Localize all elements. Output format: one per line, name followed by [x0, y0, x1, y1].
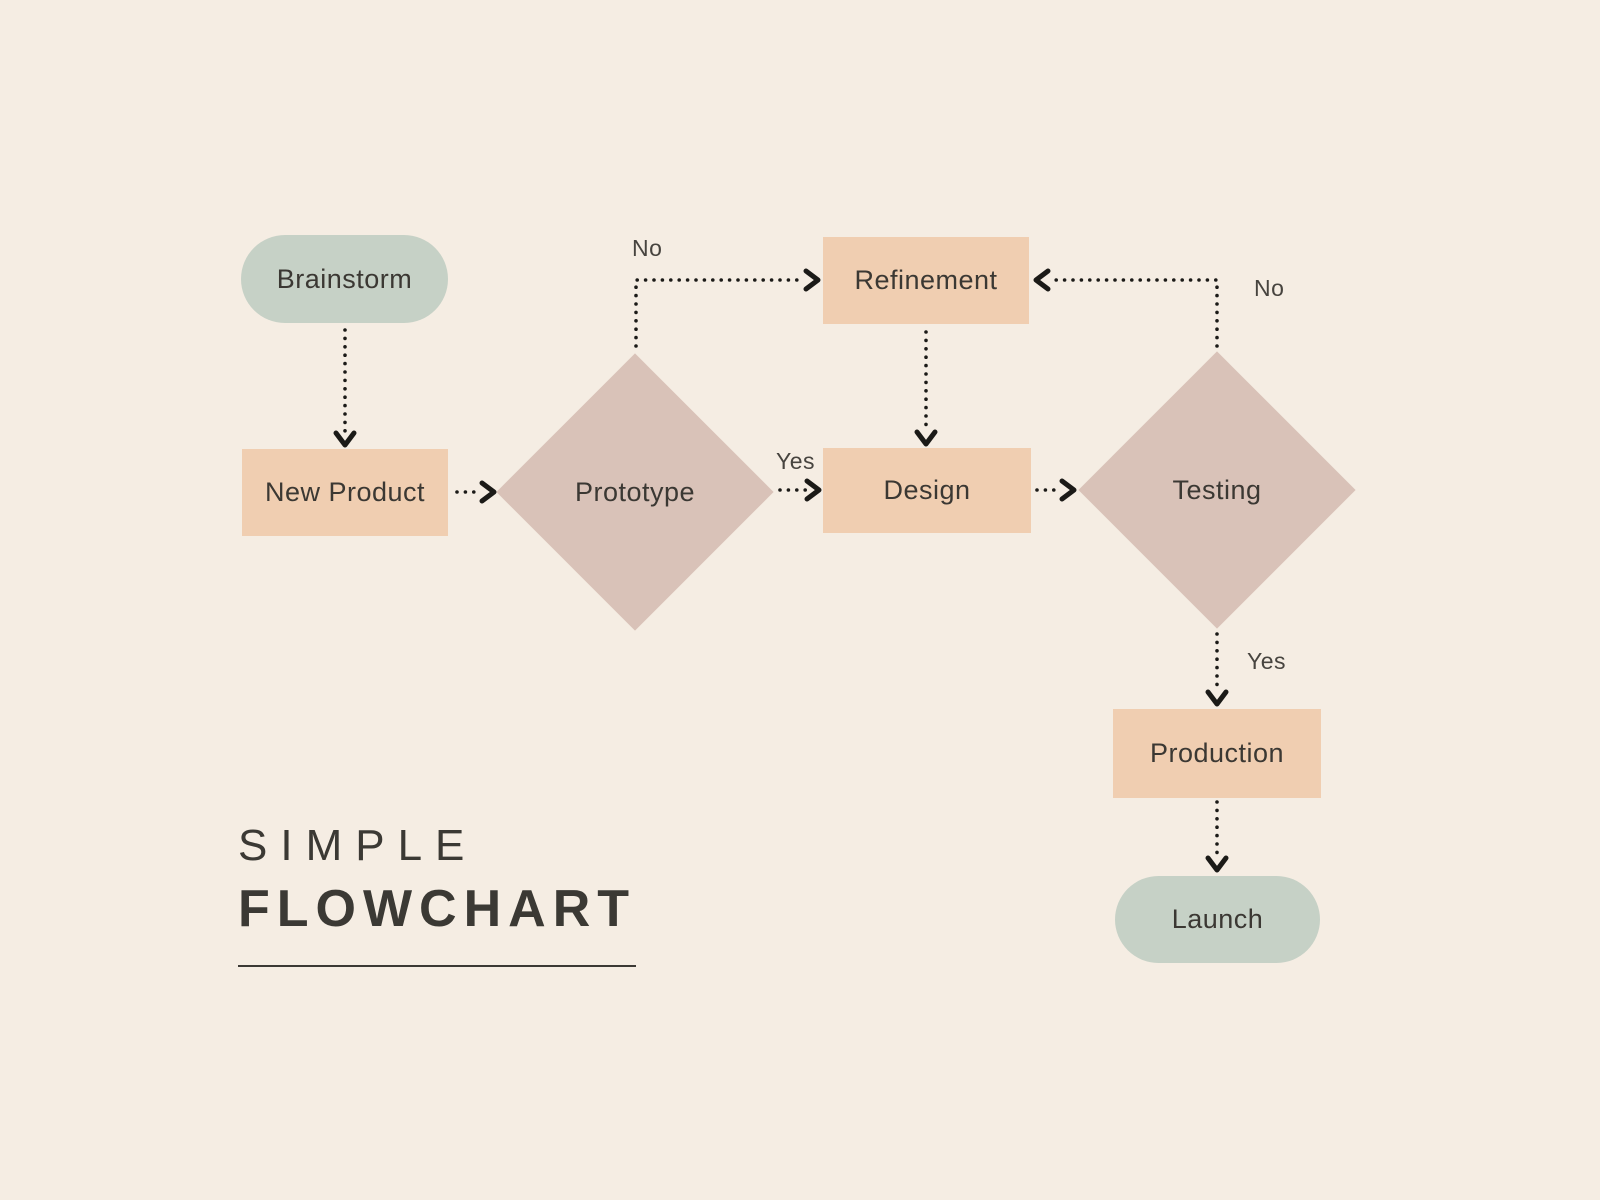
node-brainstorm: Brainstorm: [241, 235, 448, 323]
node-production-label: Production: [1149, 738, 1285, 768]
arrowhead-down-icon: [1205, 689, 1229, 707]
edge-testing-refinement: [1047, 278, 1219, 348]
title-line2: FLOWCHART: [238, 880, 637, 938]
node-new-product-label: New Product: [264, 477, 426, 507]
arrowhead-right-icon: [804, 478, 822, 502]
node-design-label: Design: [883, 475, 971, 505]
edge-label-testing-yes: Yes: [1247, 648, 1287, 674]
node-design: Design: [823, 448, 1031, 533]
arrowhead-right-icon: [1059, 478, 1077, 502]
arrowhead-right-icon: [803, 268, 821, 292]
node-new-product: New Product: [242, 449, 448, 536]
arrowhead-down-icon: [333, 430, 357, 448]
edge-label-prototype-yes: Yes: [776, 448, 816, 474]
arrowhead-left-icon: [1033, 268, 1051, 292]
node-prototype-label: Prototype: [574, 476, 696, 507]
node-testing-label: Testing: [1172, 474, 1262, 505]
edge-prototype-refinement: [634, 278, 806, 348]
node-production: Production: [1113, 709, 1321, 798]
arrowhead-right-icon: [479, 480, 497, 504]
node-launch: Launch: [1115, 876, 1320, 963]
node-brainstorm-label: Brainstorm: [276, 263, 413, 294]
edge-label-testing-no: No: [1254, 275, 1285, 301]
node-refinement: Refinement: [823, 237, 1029, 324]
node-prototype: Prototype: [496, 353, 774, 631]
edge-label-prototype-no: No: [632, 235, 663, 261]
arrowhead-down-icon: [1205, 855, 1229, 873]
node-refinement-label: Refinement: [854, 265, 998, 295]
title-underline: [238, 965, 636, 967]
node-testing: Testing: [1078, 351, 1356, 629]
arrowhead-down-icon: [914, 429, 938, 447]
title-block: SIMPLE FLOWCHART: [238, 824, 636, 967]
node-launch-label: Launch: [1171, 904, 1264, 934]
title-line1: SIMPLE: [238, 821, 478, 870]
